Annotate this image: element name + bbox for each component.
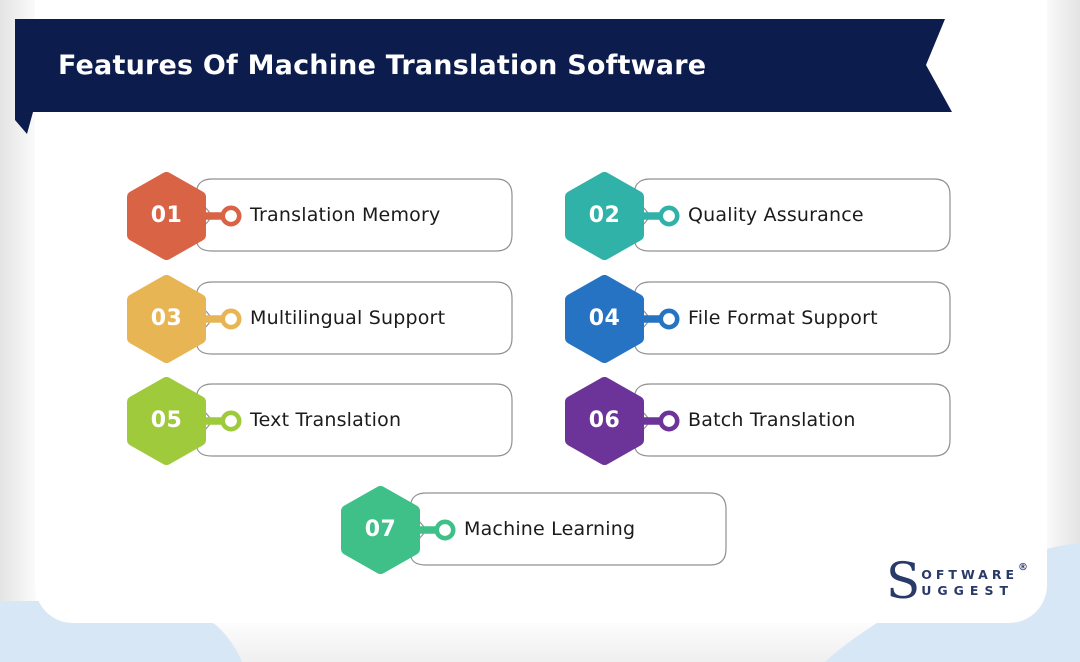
feature-number: 01 [150, 203, 183, 228]
registered-mark: ® [1018, 561, 1029, 573]
logo-initial-s: S [886, 552, 921, 610]
feature-label: Text Translation [250, 409, 402, 431]
hexagon-badge [341, 486, 420, 574]
connector-ring-icon [658, 410, 680, 432]
feature-item-03: 03 Multilingual Support [127, 275, 513, 363]
hexagon-badge [127, 377, 206, 465]
feature-item-01: 01 Translation Memory [127, 172, 513, 260]
feature-item-05: 05 Text Translation [127, 377, 513, 465]
feature-label: Translation Memory [250, 204, 441, 226]
feature-item-07: 07 Machine Learning [341, 486, 727, 574]
feature-label: Machine Learning [464, 518, 636, 540]
feature-label: File Format Support [688, 307, 878, 329]
feature-item-04: 04 File Format Support [565, 275, 951, 363]
feature-number: 06 [588, 408, 621, 433]
logo-line-suggest: UGGEST [921, 583, 1015, 599]
connector-ring-icon [220, 308, 242, 330]
page-title: Features Of Machine Translation Software [58, 50, 707, 81]
feature-graphic [565, 377, 951, 465]
hexagon-badge [565, 172, 644, 260]
feature-graphic [341, 486, 727, 574]
feature-number: 03 [150, 306, 183, 331]
feature-graphic [565, 172, 951, 260]
feature-label: Multilingual Support [250, 307, 446, 329]
connector-ring-icon [434, 519, 456, 541]
feature-label: Quality Assurance [688, 204, 864, 226]
feature-number: 02 [588, 203, 621, 228]
feature-number: 07 [364, 517, 397, 542]
title-ribbon [15, 19, 952, 134]
connector-ring-icon [658, 205, 680, 227]
feature-graphic [127, 377, 513, 465]
feature-item-06: 06 Batch Translation [565, 377, 951, 465]
connector-ring-icon [658, 308, 680, 330]
feature-graphic [127, 172, 513, 260]
logo-wordmark: OFTWARE® UGGEST [921, 561, 1029, 599]
hexagon-badge [565, 275, 644, 363]
logo-line-software: OFTWARE® [921, 561, 1029, 583]
connector-ring-icon [220, 410, 242, 432]
ribbon-shape [15, 19, 952, 134]
feature-number: 04 [588, 306, 621, 331]
feature-label: Batch Translation [688, 409, 856, 431]
feature-graphic [127, 275, 513, 363]
feature-graphic [565, 275, 951, 363]
feature-item-02: 02 Quality Assurance [565, 172, 951, 260]
logo-text-oftware: OFTWARE [921, 567, 1019, 583]
hexagon-badge [127, 172, 206, 260]
hexagon-badge [565, 377, 644, 465]
softwaresuggest-logo: S OFTWARE® UGGEST [886, 556, 1028, 606]
hexagon-badge [127, 275, 206, 363]
feature-number: 05 [150, 408, 183, 433]
connector-ring-icon [220, 205, 242, 227]
